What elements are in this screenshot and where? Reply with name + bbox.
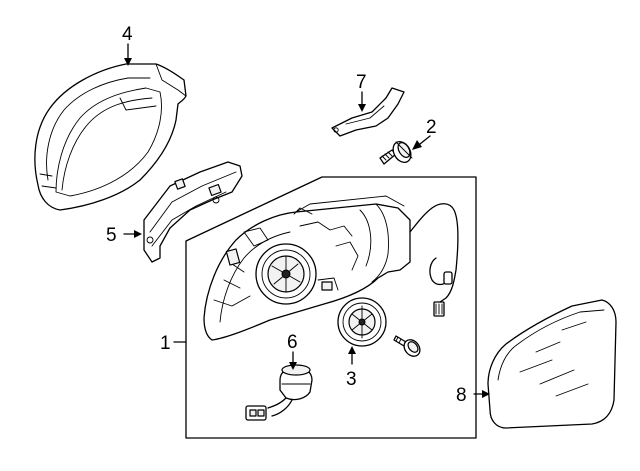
part-1-mirror-housing[interactable] (203, 195, 459, 341)
part-7-bracket[interactable] (331, 87, 405, 137)
part-2-screw[interactable] (379, 138, 414, 165)
part-6-socket[interactable] (245, 364, 313, 421)
small-screw[interactable] (393, 335, 423, 359)
leader-8 (473, 390, 490, 398)
callout-6: 6 (287, 332, 298, 353)
leader-7 (358, 91, 366, 112)
part-5-turn-signal-lamp[interactable] (143, 161, 243, 263)
callout-7: 7 (356, 72, 367, 93)
callout-5: 5 (106, 225, 117, 246)
part-1-assembly-outline (185, 176, 477, 439)
leader-6 (289, 351, 297, 370)
callout-1: 1 (160, 333, 171, 354)
leader-3 (348, 346, 356, 365)
callout-2: 2 (426, 117, 437, 138)
part-3-adjuster-motor[interactable] (337, 297, 387, 347)
part-4-mirror-cover[interactable] (34, 63, 187, 211)
leader-4 (124, 43, 132, 66)
callout-4: 4 (122, 24, 133, 45)
leader-2 (412, 135, 431, 150)
callout-8: 8 (456, 385, 467, 406)
callout-3: 3 (346, 369, 357, 390)
leader-5 (123, 230, 142, 238)
part-8-mirror-glass[interactable] (487, 299, 617, 429)
